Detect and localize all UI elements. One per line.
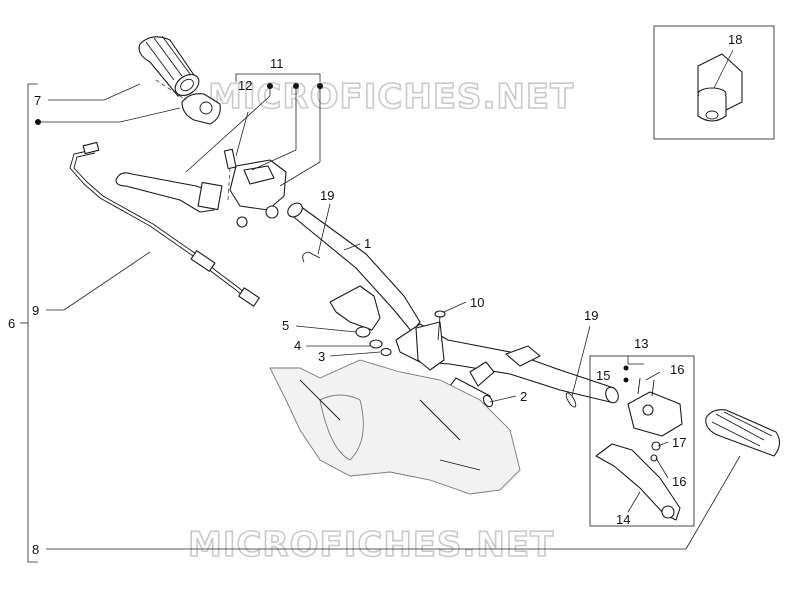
watermark-bottom: MICROFICHES.NET	[188, 525, 554, 565]
label-19-left: 19	[320, 188, 334, 203]
label-17: 17	[672, 435, 686, 450]
label-16-bottom: 16	[672, 474, 686, 489]
throttle-housing[interactable]	[155, 79, 221, 125]
inset-box-18[interactable]	[653, 25, 775, 140]
label-14: 14	[616, 512, 630, 527]
label-3: 3	[318, 349, 325, 364]
label-11: 11	[270, 56, 284, 71]
label-8: 8	[32, 542, 39, 557]
clip-19-right[interactable]	[564, 392, 577, 409]
label-10: 10	[470, 295, 484, 310]
label-7: 7	[34, 93, 41, 108]
group-6-bracket	[20, 83, 38, 563]
label-16-top: 16	[670, 362, 684, 377]
bolt-10[interactable]	[434, 310, 446, 341]
label-19-right: 19	[584, 308, 598, 323]
watermark-top: MICROFICHES.NET	[208, 77, 574, 117]
label-12: 12	[238, 78, 252, 93]
label-4: 4	[294, 338, 301, 353]
steering-cover	[269, 359, 521, 495]
label-2: 2	[520, 389, 527, 404]
label-15: 15	[596, 368, 610, 383]
washers-3-4-5[interactable]	[355, 326, 392, 357]
master-cylinder[interactable]	[223, 148, 287, 228]
label-9: 9	[32, 303, 39, 318]
throttle-cable[interactable]	[69, 141, 260, 307]
label-1: 1	[364, 236, 371, 251]
group-13-box	[589, 355, 695, 527]
right-brake-lever[interactable]	[595, 443, 681, 521]
label-6: 6	[8, 316, 15, 331]
handlebar-tube[interactable]	[285, 200, 620, 404]
clip-19-left[interactable]	[302, 251, 321, 263]
label-13: 13	[634, 336, 648, 351]
left-brake-lever[interactable]	[115, 172, 223, 213]
right-lever-bracket[interactable]	[627, 377, 683, 462]
leader-lines	[38, 73, 741, 550]
label-5: 5	[282, 318, 289, 333]
left-grip[interactable]	[138, 35, 203, 100]
right-grip[interactable]	[705, 409, 781, 457]
label-18: 18	[728, 32, 742, 47]
callout-dots	[35, 83, 629, 383]
